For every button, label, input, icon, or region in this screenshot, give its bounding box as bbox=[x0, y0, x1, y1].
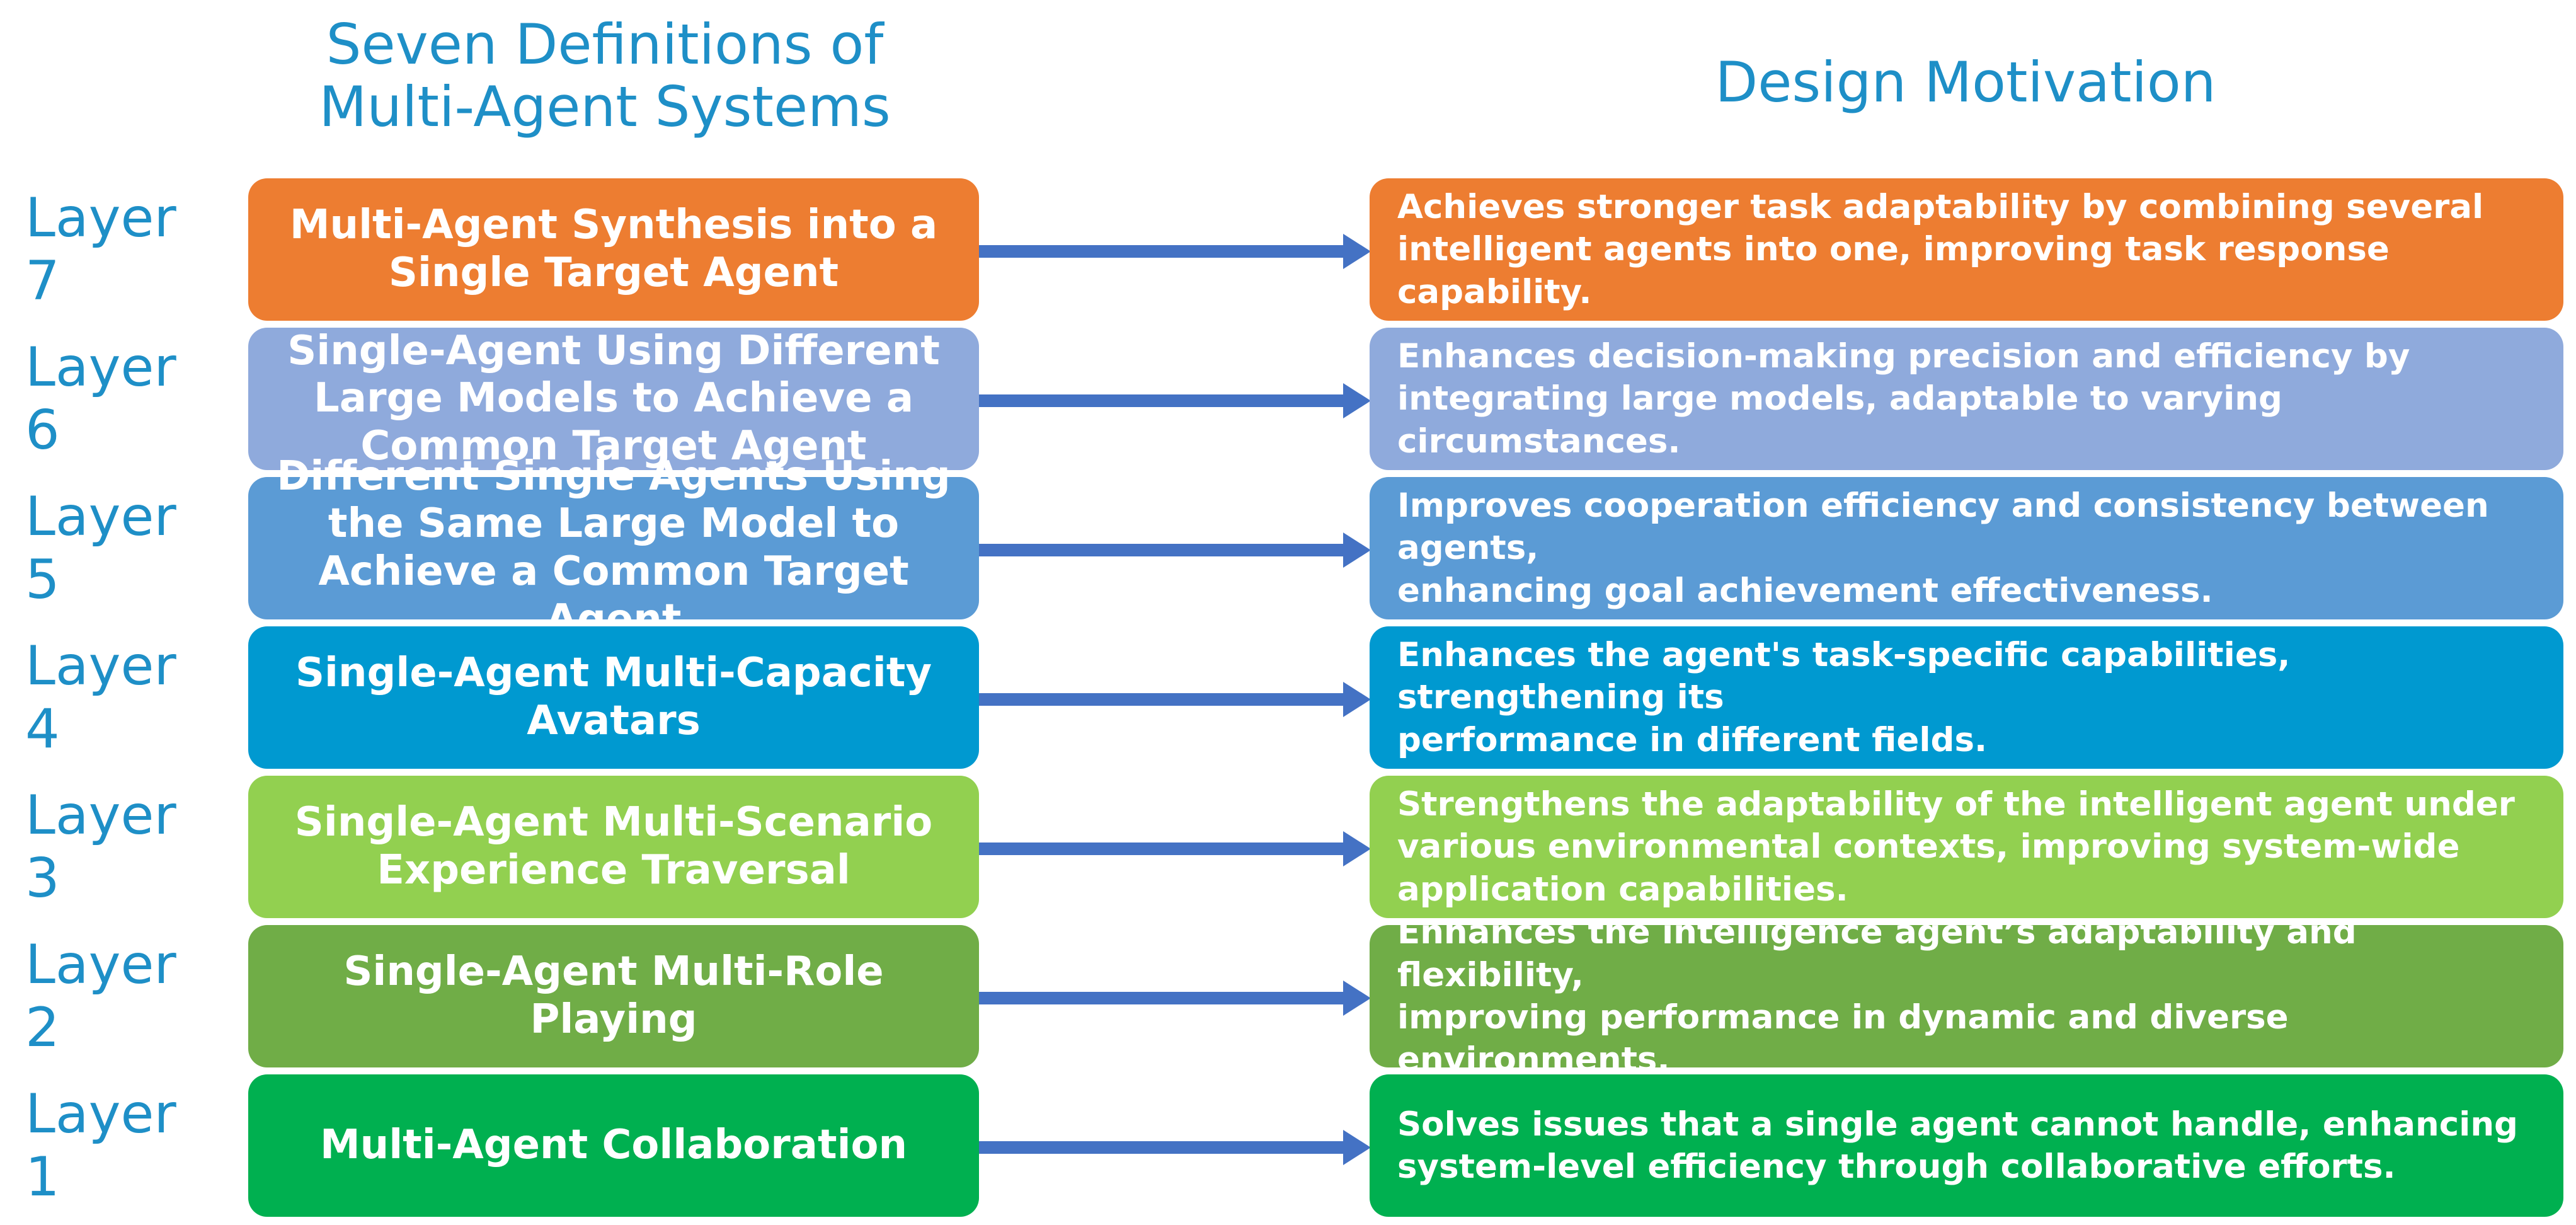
arrow-layer-4 bbox=[979, 682, 1371, 717]
definition-box-layer-5: Different Single Agents Using the Same L… bbox=[248, 453, 979, 643]
motivation-box-layer-7: Achieves stronger task adaptability by c… bbox=[1370, 178, 2563, 321]
motivation-box-layer-5: Improves cooperation efficiency and cons… bbox=[1370, 477, 2563, 619]
motivation-box-layer-4: Enhances the agent's task-specific capab… bbox=[1370, 626, 2563, 769]
definition-box-layer-2: Single-Agent Multi-Role Playing bbox=[248, 925, 979, 1067]
layer-label-4: Layer 4 bbox=[25, 635, 176, 761]
definition-box-layer-7: Multi-Agent Synthesis into a Single Targ… bbox=[248, 178, 979, 321]
motivation-box-layer-2: Enhances the intelligence agent’s adapta… bbox=[1370, 913, 2563, 1079]
definition-box-layer-4: Single-Agent Multi-Capacity Avatars bbox=[248, 626, 979, 769]
motivation-box-layer-3: Strengthens the adaptability of the inte… bbox=[1370, 776, 2563, 918]
arrow-layer-1 bbox=[979, 1130, 1371, 1165]
definition-box-layer-1: Multi-Agent Collaboration bbox=[248, 1074, 979, 1217]
arrow-layer-7 bbox=[979, 234, 1371, 269]
layer-label-5: Layer 5 bbox=[25, 485, 176, 611]
motivation-box-layer-1: Solves issues that a single agent cannot… bbox=[1370, 1074, 2563, 1217]
definitions-header: Seven Definitions of Multi-Agent Systems bbox=[319, 12, 891, 139]
arrow-layer-6 bbox=[979, 383, 1371, 418]
definition-box-layer-6: Single-Agent Using Different Large Model… bbox=[248, 328, 979, 470]
arrow-layer-3 bbox=[979, 831, 1371, 866]
layer-label-1: Layer 1 bbox=[25, 1083, 176, 1209]
layer-label-2: Layer 2 bbox=[25, 933, 176, 1059]
definition-box-layer-3: Single-Agent Multi-Scenario Experience T… bbox=[248, 776, 979, 918]
motivation-box-layer-6: Enhances decision-making precision and e… bbox=[1370, 328, 2563, 470]
motivation-header: Design Motivation bbox=[1715, 50, 2216, 115]
layer-label-6: Layer 6 bbox=[25, 336, 176, 462]
arrow-layer-5 bbox=[979, 532, 1371, 568]
layer-label-7: Layer 7 bbox=[25, 187, 176, 313]
arrow-layer-2 bbox=[979, 981, 1371, 1016]
layer-label-3: Layer 3 bbox=[25, 784, 176, 910]
